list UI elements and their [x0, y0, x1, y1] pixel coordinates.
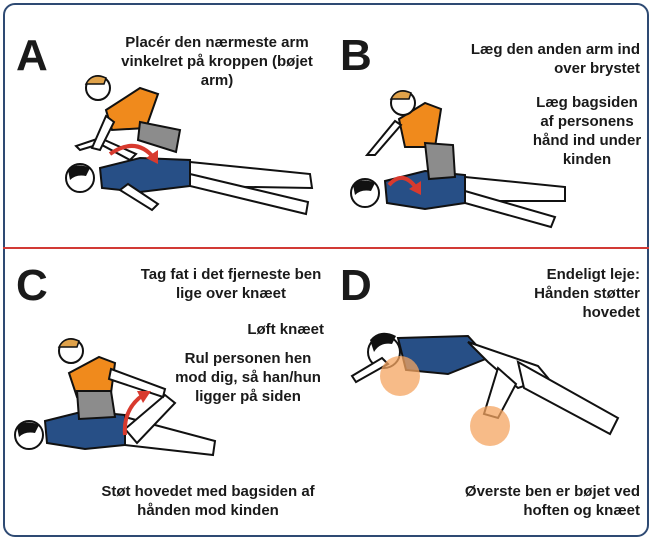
step-d-footer: Øverste ben er bøjet ved hoften og knæet	[440, 482, 640, 520]
step-d-illustration	[348, 318, 648, 448]
step-b-instruction-1: Læg den anden arm ind over brystet	[470, 40, 640, 78]
step-b-illustration	[345, 85, 585, 235]
step-c-footer: Støt hovedet med bagsiden af hånden mod …	[88, 482, 328, 520]
knee-highlight	[470, 406, 510, 446]
step-c-instruction-1: Tag fat i det fjerneste ben lige over kn…	[136, 265, 326, 303]
step-c-letter: C	[16, 264, 48, 308]
section-divider	[3, 247, 649, 249]
step-d-instruction: Endeligt leje: Hånden støtter hovedet	[500, 265, 640, 322]
step-a-illustration	[40, 70, 330, 230]
hand-highlight	[380, 356, 420, 396]
step-d-letter: D	[340, 264, 372, 308]
step-b-letter: B	[340, 34, 372, 78]
step-c-illustration	[15, 335, 235, 475]
